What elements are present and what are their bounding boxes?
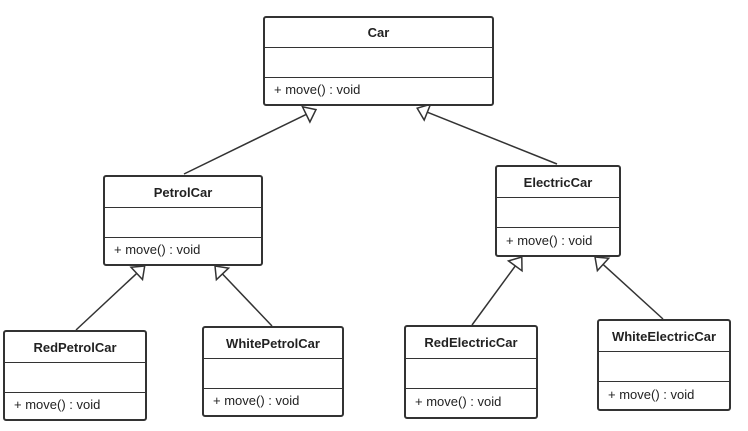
class-whitepetrolcar[interactable]: WhitePetrolCar + move() : void [202,326,344,417]
class-redelectriccar[interactable]: RedElectricCar + move() : void [404,325,538,419]
operation: + move() : void [274,82,361,97]
class-name: ElectricCar [497,167,619,198]
class-name: WhitePetrolCar [204,328,342,359]
attributes-compartment [406,359,536,389]
operation: + move() : void [213,393,300,408]
generalization-arrowhead [214,265,231,282]
attributes-compartment [599,352,729,382]
attributes-compartment [5,363,145,393]
edge-petrolcar-to-car [183,105,318,175]
edge-whiteelectriccar-to-electriccar [594,256,664,320]
operation: + move() : void [506,233,593,248]
operation: + move() : void [415,394,502,409]
generalization-arrowhead [506,256,523,273]
attributes-compartment [204,359,342,389]
generalization-arrowhead [594,256,611,273]
class-name: PetrolCar [105,177,261,208]
generalization-arrowhead [416,103,432,122]
edge-redpetrolcar-to-petrolcar [75,265,146,331]
edge-redelectriccar-to-electriccar [471,256,523,326]
class-name: RedElectricCar [406,327,536,359]
class-name: RedPetrolCar [5,332,145,363]
edge-whitepetrolcar-to-petrolcar [214,265,273,327]
class-redpetrolcar[interactable]: RedPetrolCar + move() : void [3,330,147,421]
class-petrolcar[interactable]: PetrolCar + move() : void [103,175,263,266]
class-name: WhiteElectricCar [599,321,729,352]
class-car[interactable]: Car + move() : void [263,16,494,106]
attributes-compartment [105,208,261,238]
edge-electriccar-to-car [416,103,558,165]
class-name: Car [265,18,492,48]
class-whiteelectriccar[interactable]: WhiteElectricCar + move() : void [597,319,731,411]
attributes-compartment [497,198,619,228]
attributes-compartment [265,48,492,78]
operation: + move() : void [14,397,101,412]
operation: + move() : void [608,387,695,402]
generalization-arrowhead [301,105,318,124]
class-electriccar[interactable]: ElectricCar + move() : void [495,165,621,257]
operation: + move() : void [114,242,201,257]
generalization-arrowhead [129,265,146,282]
